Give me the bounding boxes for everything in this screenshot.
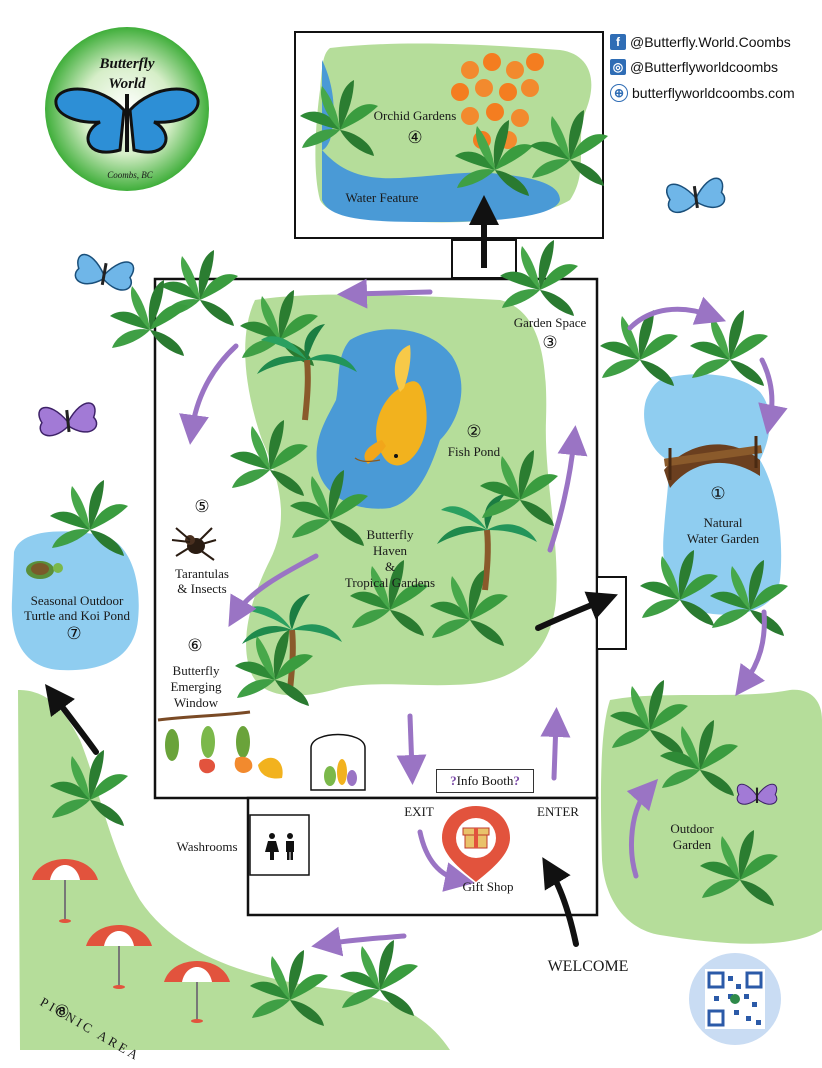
orchid-gardens-number: ④: [407, 128, 423, 148]
picnic-area: [18, 690, 450, 1050]
haven-label-line1: Butterfly: [366, 527, 414, 542]
gift-shop-label: Gift Shop: [462, 879, 514, 894]
fish-pond-label: Fish Pond: [447, 444, 501, 459]
washroom-box: [249, 814, 310, 876]
water-feature-pool: [322, 150, 560, 222]
website-link[interactable]: ⊕ butterflyworldcoombs.com: [610, 84, 795, 102]
outdoor-garden-line2: Garden: [672, 837, 712, 852]
purple-butterfly-icon: [38, 402, 98, 437]
instagram-link[interactable]: ◎ @Butterflyworldcoombs: [610, 59, 778, 75]
turtle-pond-label-line2: Turtle and Koi Pond: [23, 608, 131, 623]
turtle-pond-label-line1: Seasonal Outdoor: [30, 593, 124, 608]
orchid-flowers-icon: [451, 53, 544, 196]
info-question-mark-2: ?: [513, 773, 520, 788]
facebook-icon: f: [610, 34, 626, 50]
natural-water-garden-line2: Water Garden: [686, 531, 760, 546]
logo-title-line1: Butterfly: [99, 56, 155, 72]
emerging-window-branch: [157, 710, 251, 722]
haven-label-line3: &: [384, 559, 396, 574]
tarantula-icon: [171, 527, 217, 561]
enter-label: ENTER: [537, 804, 579, 819]
side-door: [596, 576, 627, 650]
garden-space-label: Garden Space: [513, 315, 587, 330]
outdoor-plant-5: [690, 310, 768, 386]
logo-butterfly-icon: [54, 87, 200, 154]
fish-pond-number: ②: [466, 422, 482, 442]
purple-butterfly-icon-2: [736, 783, 778, 805]
logo-location: Coombs, BC: [107, 170, 153, 180]
display-case-icon: [310, 733, 366, 791]
logo-title-line2: World: [108, 76, 146, 92]
info-question-mark: ?: [450, 773, 457, 788]
emerging-window-line2: Emerging: [170, 679, 222, 694]
washroom-icon: [265, 833, 294, 860]
outdoor-garden-area: [600, 689, 822, 944]
instagram-icon: ◎: [610, 59, 626, 75]
haven-label-line4: Tropical Gardens: [344, 575, 436, 590]
bridge-icon: [663, 436, 763, 488]
natural-water-garden-number: ①: [710, 484, 726, 504]
path-arrows: [179, 278, 788, 957]
qr-code: [689, 953, 781, 1045]
washrooms-label: Washrooms: [176, 839, 238, 854]
natural-water-pond: [644, 374, 782, 615]
chrysalis-icons: [165, 726, 283, 779]
blue-butterfly-icon: [74, 253, 135, 291]
turtle-pond-number: ⑦: [66, 624, 82, 644]
info-booth-label: Info Booth: [456, 773, 514, 788]
natural-water-garden-line1: Natural: [703, 515, 743, 530]
picnic-umbrella-icon-2: [86, 925, 152, 989]
globe-icon: ⊕: [610, 84, 628, 102]
picnic-area-number: ⑧: [54, 1002, 70, 1022]
tarantulas-number: ⑤: [194, 497, 210, 517]
outdoor-garden-line1: Outdoor: [670, 821, 714, 836]
facebook-link[interactable]: f @Butterfly.World.Coombs: [610, 34, 791, 50]
emerging-window-number: ⑥: [187, 636, 203, 656]
garden-space-number: ③: [542, 333, 558, 353]
water-feature-label: Water Feature: [345, 190, 419, 205]
orchid-gardens-label: Orchid Gardens: [373, 108, 457, 123]
welcome-label: WELCOME: [547, 958, 629, 975]
koi-fish-icon: [354, 345, 427, 466]
picnic-umbrella-icon: [32, 859, 98, 923]
direction-arrows: [44, 591, 618, 947]
turtle-icon: [26, 561, 63, 579]
info-booth: ?Info Booth?: [436, 769, 534, 793]
emerging-window-line1: Butterfly: [172, 663, 220, 678]
instagram-handle: @Butterflyworldcoombs: [630, 59, 779, 75]
blue-butterfly-icon-2: [665, 177, 726, 214]
tarantulas-label-line2: & Insects: [177, 581, 227, 596]
facebook-handle: @Butterfly.World.Coombs: [630, 34, 791, 50]
haven-label-line2: Haven: [373, 543, 407, 558]
exit-label: EXIT: [404, 804, 434, 819]
picnic-umbrella-icon-3: [164, 961, 230, 1023]
tarantulas-label-line1: Tarantulas: [175, 566, 229, 581]
website-url: butterflyworldcoombs.com: [632, 85, 795, 101]
emerging-window-line3: Window: [173, 695, 219, 710]
